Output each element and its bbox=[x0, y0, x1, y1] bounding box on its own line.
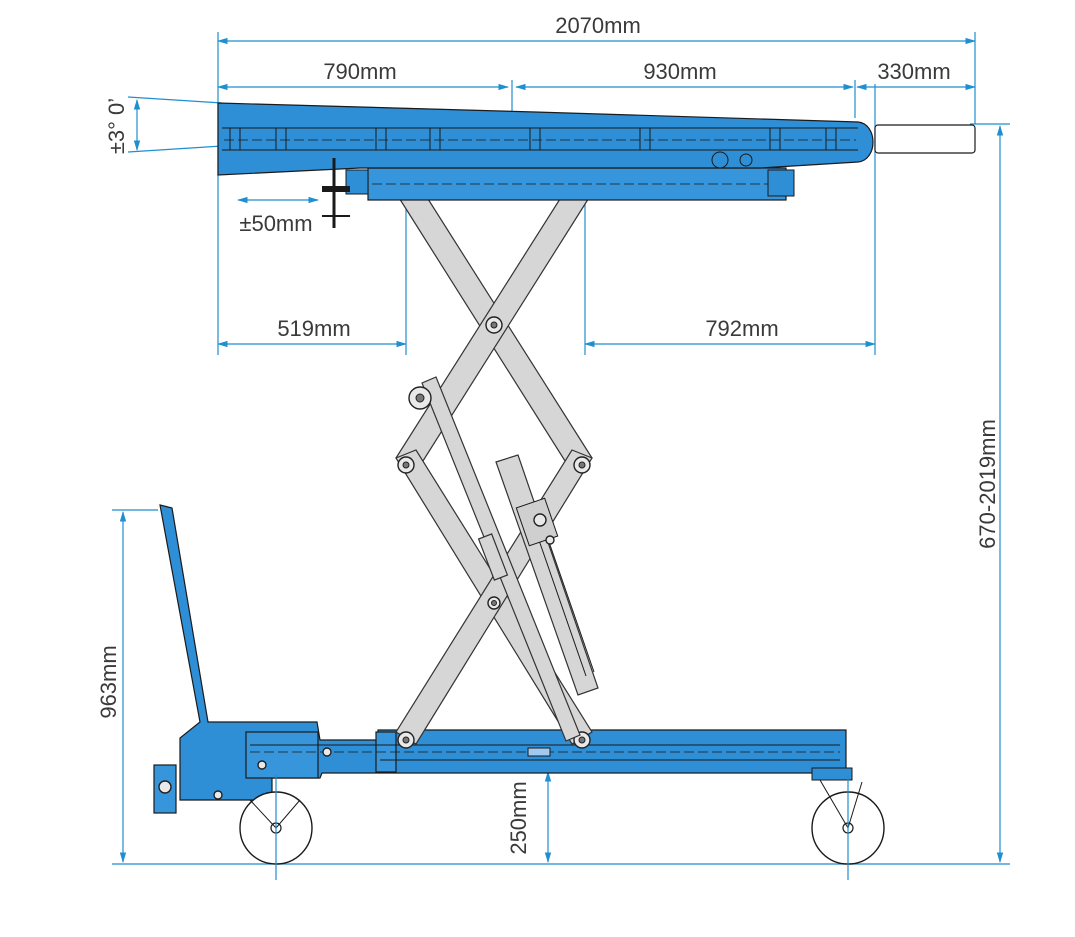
segment-left-label: 790mm bbox=[323, 59, 396, 84]
tilt-angle-label: ±3° 0’ bbox=[104, 98, 129, 154]
base-height-label: 250mm bbox=[506, 781, 531, 854]
segment-middle-label: 930mm bbox=[643, 59, 716, 84]
segment-right-label: 330mm bbox=[877, 59, 950, 84]
handle-height-label: 963mm bbox=[96, 645, 121, 718]
platform-extension bbox=[874, 124, 976, 154]
overall-length-label: 2070mm bbox=[555, 13, 641, 38]
scissor-arms bbox=[395, 178, 593, 749]
rear-overhang-label: 792mm bbox=[705, 316, 778, 341]
platform-tray bbox=[217, 102, 874, 176]
lift-height-label: 670-2019mm bbox=[975, 419, 1000, 549]
shift-label: ±50mm bbox=[239, 211, 312, 236]
hydraulic-cylinder bbox=[408, 376, 599, 742]
top-platform bbox=[217, 102, 976, 228]
front-overhang-label: 519mm bbox=[277, 316, 350, 341]
wheels bbox=[239, 775, 885, 880]
dimension-lines bbox=[112, 32, 1010, 865]
dimension-labels: 2070mm 790mm 930mm 330mm 519mm 792mm ±50… bbox=[96, 13, 1000, 855]
base-frame bbox=[153, 504, 853, 814]
